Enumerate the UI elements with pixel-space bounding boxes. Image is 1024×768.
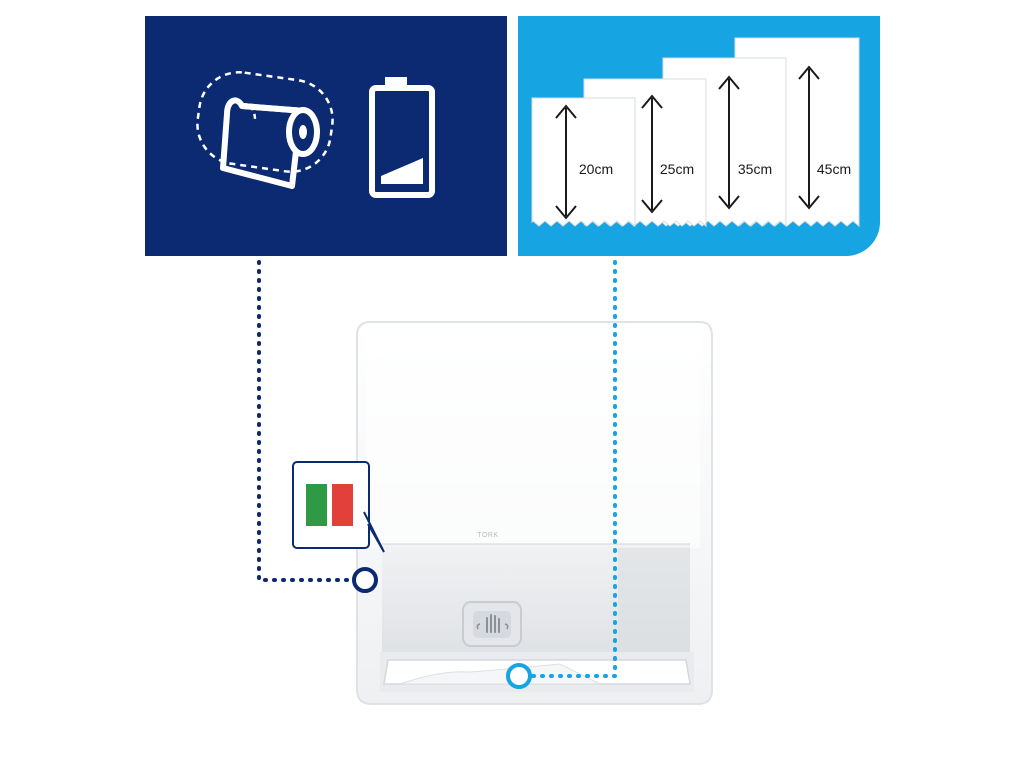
length-label-25: 25cm — [660, 161, 694, 177]
refill-connector-line — [257, 260, 378, 593]
brand-logo: TORK — [477, 532, 498, 539]
length-label-45: 45cm — [817, 161, 851, 177]
sheet-length-panel: 45cm 35cm 25cm 20cm — [518, 16, 880, 256]
hand-sensor-icon — [462, 601, 522, 647]
indicator-red — [332, 484, 353, 526]
paper-roll-icon — [196, 71, 334, 189]
sheet-20cm: 20cm — [531, 97, 636, 228]
indicator-green — [306, 484, 327, 526]
towel-outlet — [380, 652, 694, 692]
length-connector-line — [506, 260, 617, 689]
battery-icon — [369, 77, 435, 198]
color-indicator-icon — [292, 461, 385, 553]
refill-and-battery-panel — [145, 16, 507, 256]
towel-dispenser: TORK — [356, 321, 713, 705]
sheet-length-graphic: 45cm 35cm 25cm 20cm — [531, 37, 860, 228]
refill-and-battery-graphic — [196, 71, 435, 198]
length-label-20: 20cm — [579, 161, 613, 177]
length-label-35: 35cm — [738, 161, 772, 177]
